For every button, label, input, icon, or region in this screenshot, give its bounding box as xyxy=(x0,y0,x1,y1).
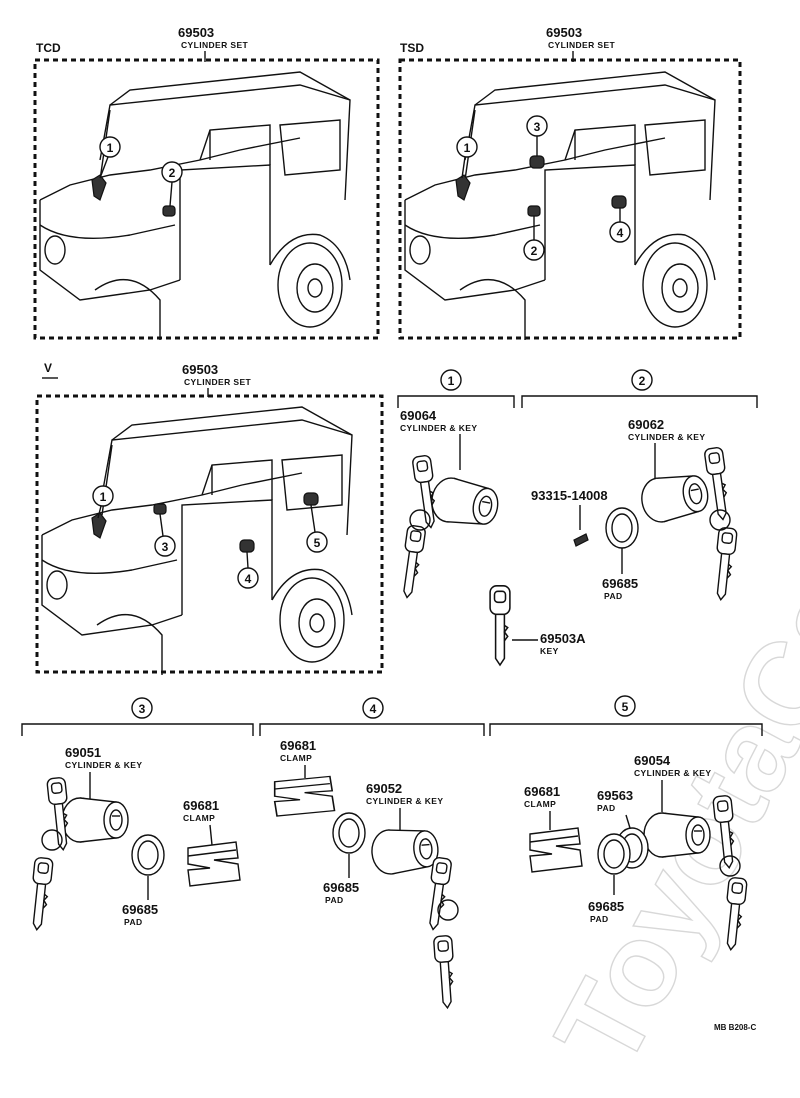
part-description: CLAMP xyxy=(524,799,556,809)
part-description: CYLINDER & KEY xyxy=(400,423,477,433)
callout-bubble: 4 xyxy=(237,551,259,589)
part-number: 69051 xyxy=(65,745,101,760)
part-description: CYLINDER & KEY xyxy=(628,432,705,442)
door-lock-cylinder-icon xyxy=(91,174,176,217)
panel-frame xyxy=(398,58,742,340)
part-number: 69681 xyxy=(183,798,219,813)
svg-text:2: 2 xyxy=(169,166,176,180)
svg-text:1: 1 xyxy=(100,490,107,504)
detail-index: 5 xyxy=(622,700,629,714)
part-description: CYLINDER SET xyxy=(184,377,252,387)
part-description: PAD xyxy=(604,591,623,601)
part-number: 69503A xyxy=(540,631,586,646)
callout-bubble: 5 xyxy=(306,504,328,553)
door-lock-cylinder-icon xyxy=(91,492,319,553)
vehicle-illustration xyxy=(41,406,353,676)
part-number: 69681 xyxy=(280,738,316,753)
panel-caption: V xyxy=(44,361,52,375)
detail-4: 4 69681 CLAMP 69052 CYLINDER & KEY 69685… xyxy=(259,697,485,1010)
part-description: CYLINDER SET xyxy=(181,40,249,50)
part-description: PAD xyxy=(325,895,344,905)
cylinder-and-key-icon xyxy=(637,446,738,602)
screw-icon xyxy=(573,533,589,547)
cylinder-and-key-icon xyxy=(369,825,459,1010)
vehicle-illustration xyxy=(404,71,716,341)
part-number: 69503 xyxy=(178,25,214,40)
callout-bubble: 1 xyxy=(456,136,478,179)
part-number: 69685 xyxy=(122,902,158,917)
svg-text:3: 3 xyxy=(534,120,541,134)
detail-index: 4 xyxy=(370,702,377,716)
panel-tsd: TSD 69503 CYLINDER SET 1 2 3 4 xyxy=(398,25,742,341)
svg-text:4: 4 xyxy=(617,226,624,240)
callout-bubble: 2 xyxy=(161,161,183,207)
part-description: KEY xyxy=(540,646,559,656)
door-lock-cylinder-icon xyxy=(455,155,627,217)
part-description: PAD xyxy=(124,917,143,927)
svg-text:1: 1 xyxy=(464,141,471,155)
panel-frame xyxy=(35,394,384,674)
svg-text:5: 5 xyxy=(314,536,321,550)
part-number: 69064 xyxy=(400,408,437,423)
part-number: 69503 xyxy=(546,25,582,40)
panel-v: V 69503 CYLINDER SET 1 3 4 xyxy=(35,361,384,676)
part-number: 93315-14008 xyxy=(531,488,608,503)
part-number: 69052 xyxy=(366,781,402,796)
detail-2: 2 69062 CYLINDER & KEY 93315-14008 69685… xyxy=(521,369,758,602)
part-description: CLAMP xyxy=(280,753,312,763)
part-number: 69685 xyxy=(602,576,638,591)
pad-icon xyxy=(131,834,165,876)
part-number: 69685 xyxy=(323,880,359,895)
callout-bubble: 3 xyxy=(154,513,176,557)
vehicle-illustration xyxy=(39,71,351,341)
part-description: PAD xyxy=(590,914,609,924)
callout-bubble: 4 xyxy=(609,208,631,243)
part-number: 69503 xyxy=(182,362,218,377)
key-icon xyxy=(489,585,511,666)
panel-caption: TSD xyxy=(400,41,424,55)
part-description: CYLINDER SET xyxy=(548,40,616,50)
part-number: 69681 xyxy=(524,784,560,799)
callout-bubble: 1 xyxy=(99,136,121,179)
clamp-icon xyxy=(187,841,241,887)
svg-text:2: 2 xyxy=(531,244,538,258)
drawing-code: MB B208-C xyxy=(714,1023,756,1032)
detail-index: 2 xyxy=(639,374,646,388)
detail-index: 3 xyxy=(139,702,146,716)
detail-5: 5 69054 CYLINDER & KEY 69681 CLAMP 69563… xyxy=(489,695,763,952)
part-number: 69062 xyxy=(628,417,664,432)
clamp-icon xyxy=(273,775,336,817)
part-description: CYLINDER & KEY xyxy=(634,768,711,778)
svg-text:1: 1 xyxy=(107,141,114,155)
panel-frame xyxy=(33,58,380,340)
pad-icon xyxy=(332,812,366,854)
cylinder-and-key-icon xyxy=(397,454,502,600)
detail-index: 1 xyxy=(448,374,455,388)
part-number: 69685 xyxy=(588,899,624,914)
pad-icon xyxy=(605,507,639,549)
part-description: CYLINDER & KEY xyxy=(65,760,142,770)
part-description: CLAMP xyxy=(183,813,215,823)
cylinder-and-key-icon xyxy=(643,794,748,952)
detail-1: 1 69064 CYLINDER & KEY 69503A KEY xyxy=(397,369,586,666)
clamp-icon xyxy=(529,827,583,873)
part-description: PAD xyxy=(597,803,616,813)
svg-text:3: 3 xyxy=(162,540,169,554)
part-number: 69054 xyxy=(634,753,671,768)
cylinder-and-key-icon xyxy=(27,776,129,932)
panel-caption: TCD xyxy=(36,41,61,55)
callout-bubble: 2 xyxy=(523,216,545,261)
part-description: CYLINDER & KEY xyxy=(366,796,443,806)
detail-3: 3 69051 CYLINDER & KEY 69681 CLAMP 69685… xyxy=(21,697,254,932)
part-number: 69563 xyxy=(597,788,633,803)
callout-bubble: 3 xyxy=(526,115,548,156)
callout-bubble: 1 xyxy=(92,485,114,519)
panel-tcd: TCD 69503 CYLINDER SET 1 2 xyxy=(33,25,380,341)
svg-text:4: 4 xyxy=(245,572,252,586)
